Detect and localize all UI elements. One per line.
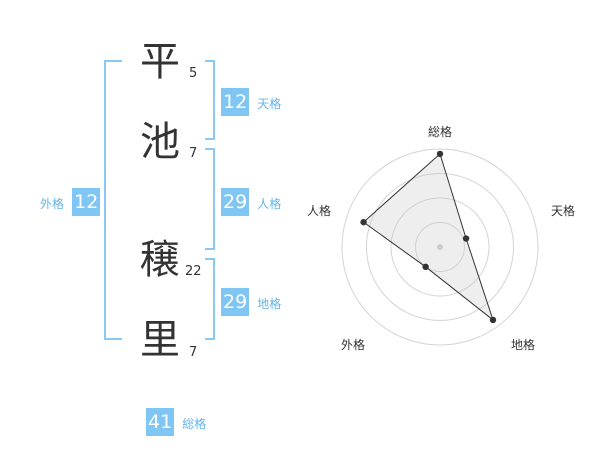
stroke-count-2: 7 [189,146,198,161]
gaikaku-group: 外格 12 [40,188,101,216]
radar-point-2 [489,316,497,324]
jinkaku-value: 29 [221,188,250,216]
stroke-count-3: 22 [185,264,202,279]
radar-point-4 [360,218,367,226]
radar-center-dot [437,244,443,250]
gaikaku-value: 12 [72,188,101,216]
radar-series-polygon [362,153,494,322]
chikaku-value: 29 [221,288,250,316]
radar-axis-label-tenkaku: 天格 [551,204,576,218]
radar-point-0 [436,150,444,158]
chikaku-group: 29 地格 [221,288,281,316]
stroke-count-4: 7 [189,345,198,360]
soukaku-label: 総格 [182,417,207,431]
soukaku-group: 41 総格 [146,408,206,436]
radar-ring-4 [341,148,539,346]
tenkaku-label: 天格 [257,97,282,111]
radar-ring-3 [366,173,514,321]
radar-axis-label-gaikaku: 外格 [341,338,366,352]
radar-ring-1 [415,222,465,272]
stroke-count-1: 5 [189,66,198,81]
radar-axis-label-chikaku: 地格 [511,338,536,352]
tenkaku-value: 12 [221,88,250,116]
soukaku-value: 41 [146,408,175,436]
tenkaku-group: 12 天格 [221,88,281,116]
radar-point-1 [462,235,470,242]
radar-point-3 [422,263,429,271]
radar-axis-label-jinkaku: 人格 [307,204,332,218]
name-char-3: 穣 [140,237,180,283]
name-char-4: 里 [140,317,180,363]
radar-axis-label-soukaku: 総格 [428,125,453,139]
jinkaku-label: 人格 [257,197,282,211]
name-char-1: 平 [140,39,180,85]
name-char-2: 池 [140,119,180,165]
chikaku-label: 地格 [257,297,282,311]
radar-ring-2 [390,197,490,297]
gaikaku-label: 外格 [40,197,65,211]
jinkaku-group: 29 人格 [221,188,281,216]
